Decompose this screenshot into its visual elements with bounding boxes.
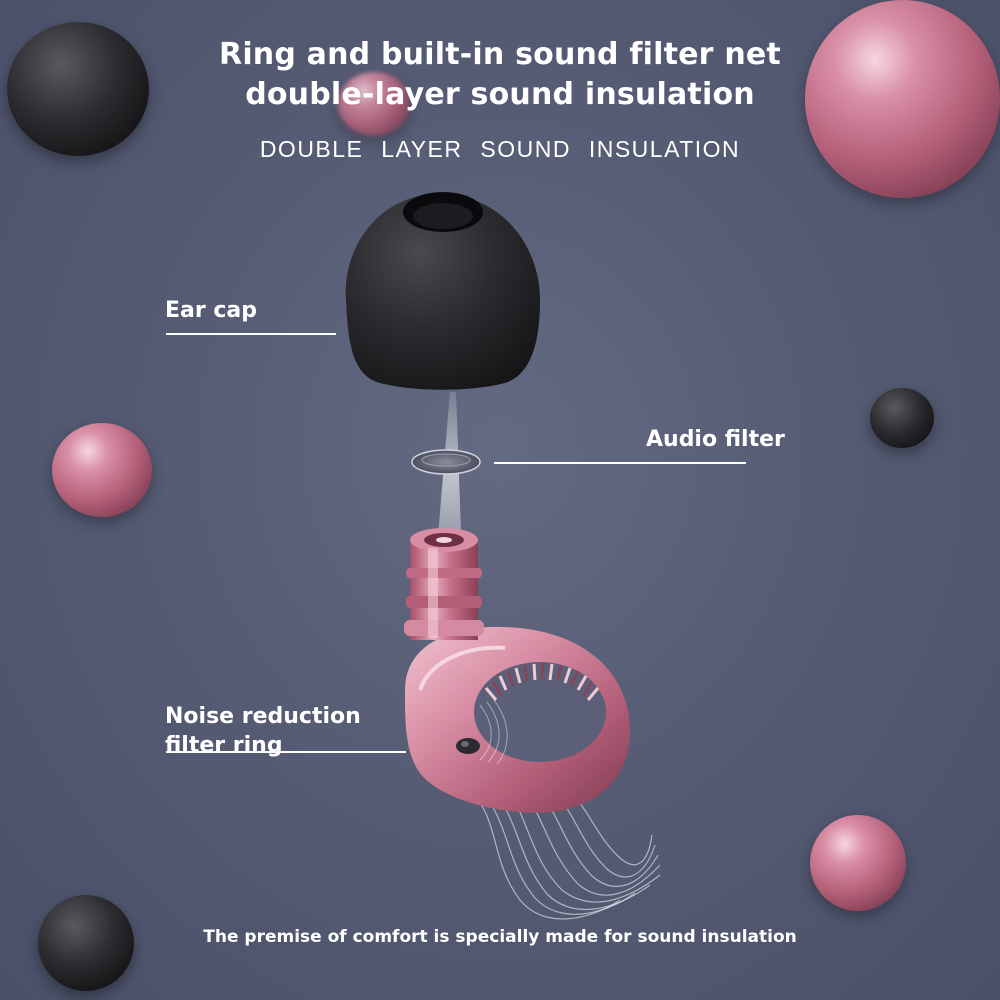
pink-sphere-mid-left	[52, 423, 152, 517]
black-sphere-mid-right	[870, 388, 934, 448]
ear-cap-leader-line	[166, 333, 336, 335]
footer-tagline: The premise of comfort is specially made…	[203, 927, 797, 947]
headline-line-2: double-layer sound insulation	[245, 77, 755, 112]
audio-filter-label: Audio filter	[646, 427, 785, 452]
headline-line-1: Ring and built-in sound filter net	[219, 37, 781, 72]
ear-cap-part	[345, 192, 540, 390]
noise-ring-label-line-2: filter ring	[165, 733, 283, 758]
audio-filter-disc	[411, 449, 481, 475]
filter-stem	[404, 528, 484, 640]
ear-cap-label: Ear cap	[165, 298, 258, 323]
pink-sphere-top-right	[805, 0, 1000, 198]
pink-sphere-bottom-right	[810, 815, 906, 911]
audio-filter-leader-line	[494, 462, 746, 464]
light-beam	[436, 392, 462, 560]
noise-ring-label-line-1: Noise reduction	[165, 704, 361, 729]
subheading: DOUBLE LAYER SOUND INSULATION	[259, 136, 741, 162]
black-sphere-top-left	[7, 22, 149, 156]
pink-sphere-top-center	[338, 72, 410, 136]
noise-reduction-ring-part	[405, 626, 631, 813]
black-sphere-bottom-left	[38, 895, 134, 991]
noise-ring-leader-line	[166, 751, 406, 753]
